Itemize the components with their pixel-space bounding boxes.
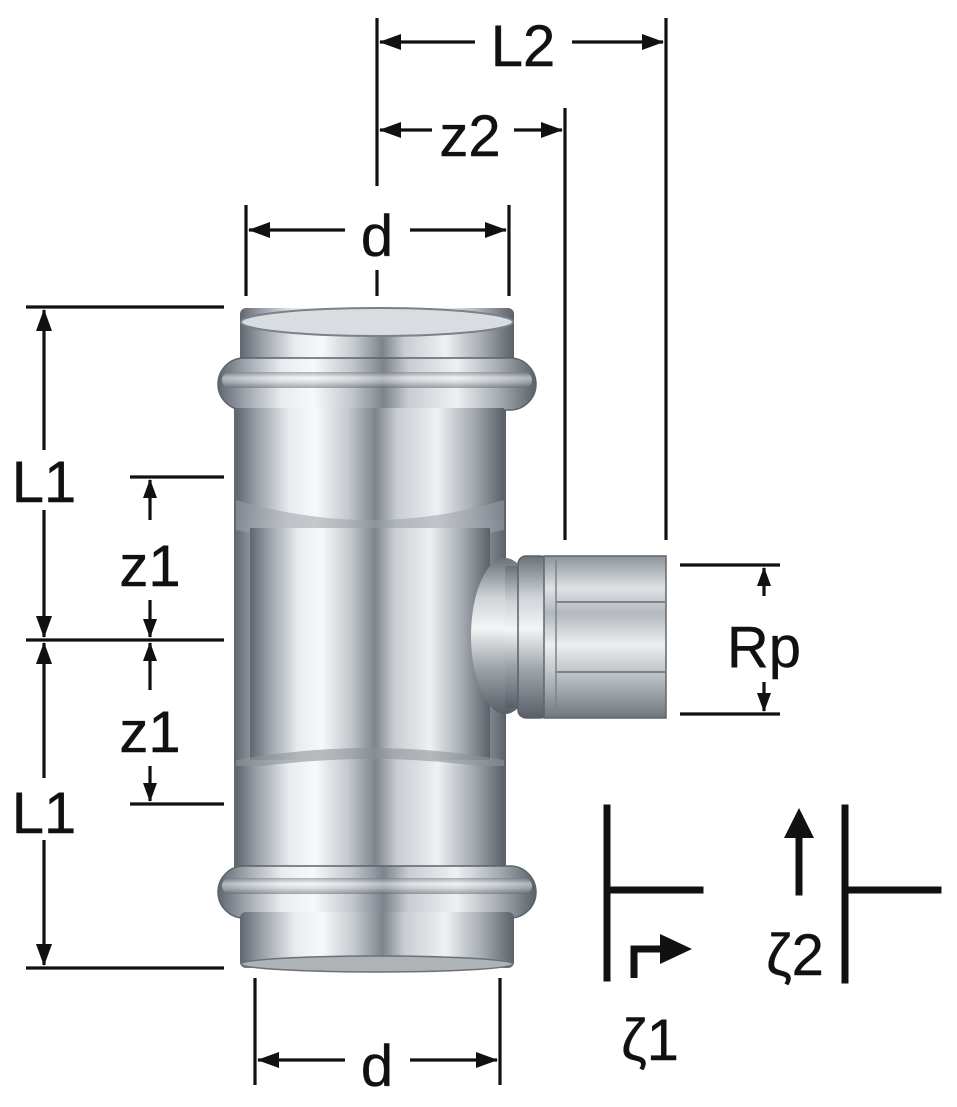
z2-label: z2	[439, 104, 500, 169]
d-top-label: d	[361, 204, 393, 269]
zeta1-arrow-icon	[660, 934, 692, 964]
zeta1-label: ζ1	[621, 1008, 679, 1073]
z1-lower-label: z1	[119, 700, 180, 765]
bottom-socket	[240, 912, 514, 968]
threaded-hex-socket	[543, 555, 667, 719]
Rp-label: Rp	[727, 615, 801, 680]
d-bottom-label: d	[361, 1034, 393, 1099]
zeta2-flow-symbol: ζ2	[766, 804, 942, 988]
zeta2-label: ζ2	[766, 923, 824, 988]
zeta1-flow-symbol: ζ1	[603, 804, 704, 1073]
zeta2-arrow-icon	[784, 808, 814, 838]
dimensions: L2 z2 d L1 L1	[12, 14, 802, 1099]
tee-fitting-image	[217, 307, 667, 973]
center-section	[250, 528, 490, 760]
L2-label: L2	[491, 14, 556, 79]
z1-upper-label: z1	[119, 534, 180, 599]
L1-upper-label: L1	[12, 450, 77, 515]
L1-lower-label: L1	[12, 781, 77, 846]
